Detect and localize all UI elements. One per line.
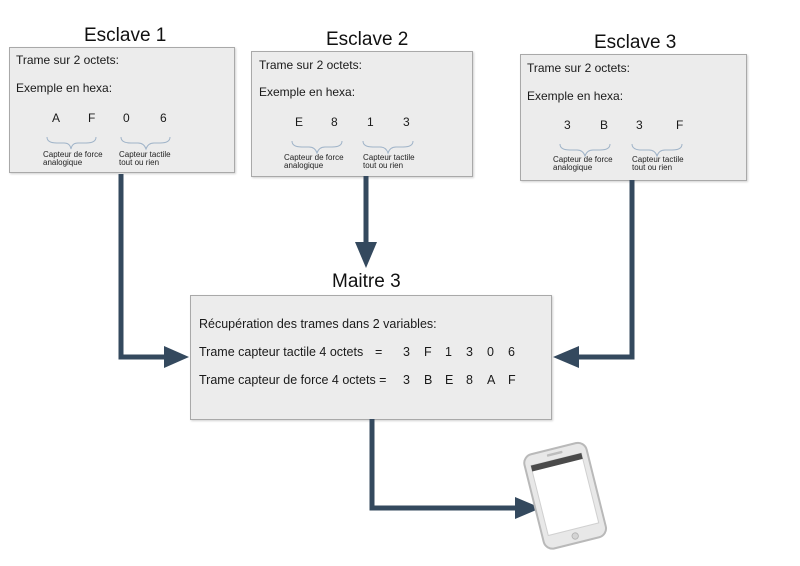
arrow-master-to-phone — [369, 419, 517, 511]
slave-1-hex-2: F — [88, 111, 96, 125]
slave-2-box: Trame sur 2 octets: Exemple en hexa: E 8… — [251, 51, 473, 177]
slave-3-hex-1: 3 — [564, 118, 571, 132]
arrowheads — [164, 242, 579, 519]
arrowhead-slave1 — [164, 346, 189, 368]
arrowhead-slave2 — [355, 242, 377, 268]
slave-3-force-brace — [559, 143, 611, 158]
arrow-slave1-to-master — [118, 174, 168, 360]
slave-1-hex-3: 0 — [123, 111, 130, 125]
smartphone-icon — [523, 441, 608, 550]
slave-3-hex-3: 3 — [636, 118, 643, 132]
slave-3-touch-brace — [631, 143, 683, 158]
slave-1-example-label: Exemple en hexa: — [16, 81, 113, 95]
master-heading: Récupération des trames dans 2 variables… — [199, 317, 437, 331]
slave-1-hex-1: A — [52, 111, 61, 125]
slave-3-title: Esclave 3 — [594, 32, 677, 53]
slave-2-example-label: Exemple en hexa: — [259, 85, 356, 99]
slave-1-title: Esclave 1 — [84, 25, 167, 46]
slave-2-title: Esclave 2 — [326, 29, 409, 50]
master-touch-frame-equals: = — [375, 345, 383, 359]
arrows — [118, 174, 635, 511]
braces — [46, 136, 683, 158]
slave-2-hex-1: E — [295, 115, 304, 129]
slave-2-frame-label: Trame sur 2 octets: — [259, 58, 362, 72]
slave-3-hex-2: B — [600, 118, 609, 132]
slave-2-hex-2: 8 — [331, 115, 338, 129]
slave-1-box: Trame sur 2 octets: Exemple en hexa: A F… — [9, 47, 235, 173]
slave-3-frame-label: Trame sur 2 octets: — [527, 61, 630, 75]
slave-2-hex-3: 1 — [367, 115, 374, 129]
slave-3-example-label: Exemple en hexa: — [527, 89, 624, 103]
slave-1-force-brace — [46, 136, 97, 150]
master-force-frame-label: Trame capteur de force 4 octets = — [199, 373, 387, 387]
master-title: Maitre 3 — [332, 271, 401, 292]
slave-2-touch-brace — [362, 140, 414, 155]
slave-2-hex-4: 3 — [403, 115, 410, 129]
slave-2-force-brace — [291, 140, 343, 155]
arrowhead-phone — [515, 497, 541, 519]
slave-3-box: Trame sur 2 octets: Exemple en hexa: 3 B… — [520, 54, 747, 181]
slave-1-hex-4: 6 — [160, 111, 167, 125]
slave-3-hex-4: F — [676, 118, 684, 132]
master-box: Récupération des trames dans 2 variables… — [190, 295, 552, 420]
arrowhead-slave3 — [553, 346, 579, 368]
arrow-slave3-to-master — [577, 180, 635, 360]
slave-1-frame-label: Trame sur 2 octets: — [16, 53, 119, 67]
master-touch-frame-label: Trame capteur tactile 4 octets — [199, 345, 364, 359]
slave-1-touch-brace — [120, 136, 171, 151]
